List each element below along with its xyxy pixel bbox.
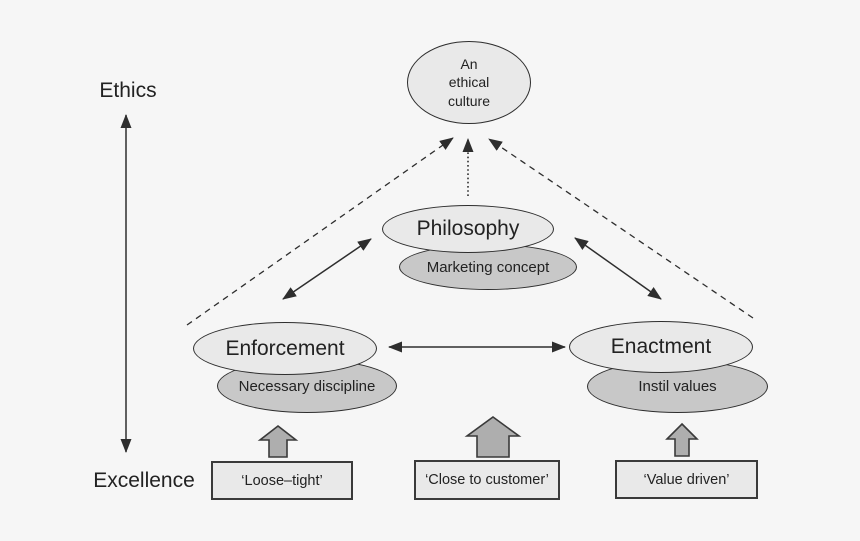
node-enforcement: Enforcement bbox=[193, 322, 377, 375]
enactment-label: Enactment bbox=[610, 335, 712, 359]
node-ethical-culture: An ethical culture bbox=[407, 41, 531, 124]
block-arrow-loose-tight-icon bbox=[257, 424, 299, 458]
loose-tight-label: ‘Loose–tight’ bbox=[241, 472, 323, 489]
box-value-driven: ‘Value driven’ bbox=[615, 460, 758, 499]
block-arrow-value-driven-icon bbox=[665, 422, 699, 457]
philosophy-label: Philosophy bbox=[416, 217, 520, 241]
arrow-philosophy-enactment bbox=[574, 237, 662, 300]
close-to-customer-label: ‘Close to customer’ bbox=[425, 472, 549, 488]
block-arrow-close-to-customer-icon bbox=[464, 416, 522, 458]
enforcement-label: Enforcement bbox=[225, 336, 345, 360]
arrow-enforcement-philosophy bbox=[282, 238, 372, 300]
ethical-culture-label: An ethical culture bbox=[447, 56, 491, 109]
box-close-to-customer: ‘Close to customer’ bbox=[414, 460, 560, 500]
value-driven-label: ‘Value driven’ bbox=[643, 471, 730, 488]
excellence-axis-label: Excellence bbox=[93, 469, 195, 492]
marketing-concept-label: Marketing concept bbox=[426, 258, 550, 276]
necessary-discipline-label: Necessary discipline bbox=[238, 377, 376, 395]
box-loose-tight: ‘Loose–tight’ bbox=[211, 461, 353, 500]
instil-values-label: Instil values bbox=[638, 378, 717, 395]
node-philosophy: Philosophy bbox=[382, 205, 554, 253]
node-enactment: Enactment bbox=[569, 321, 753, 373]
ethics-axis-label: Ethics bbox=[99, 79, 157, 102]
